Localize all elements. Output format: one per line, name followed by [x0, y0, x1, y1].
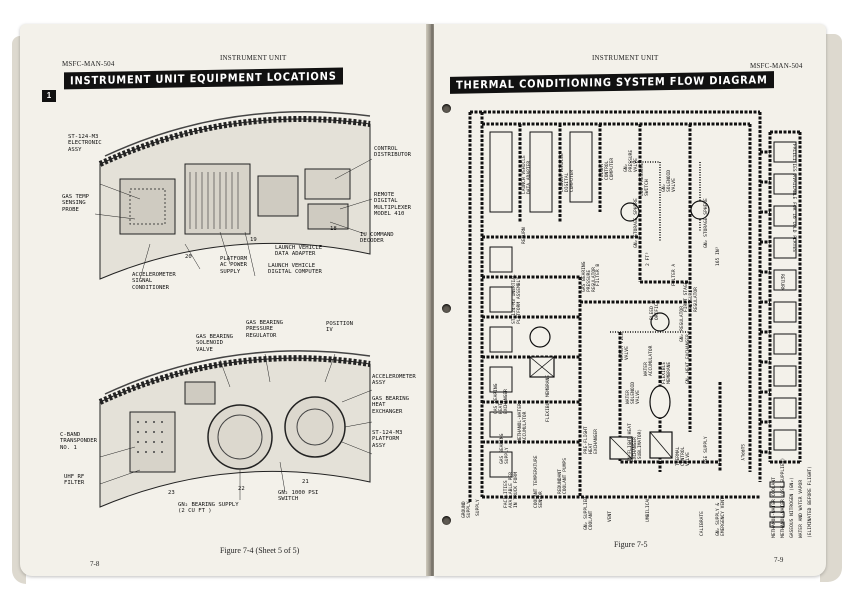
lbl-gas-bearing-supply: GAS BEARING SUPPLY	[500, 433, 511, 464]
callout-digital-computer: LAUNCH VEHICLE DIGITAL COMPUTER	[268, 263, 322, 276]
callout-psi-switch: GN₂ 1000 PSI SWITCH	[278, 490, 319, 503]
legend-methanol: METHANOL-WATER COOLANT	[772, 477, 777, 538]
lbl-filter-a: FILTER A	[672, 263, 677, 286]
open-manual: MSFC-MAN-504 INSTRUMENT UNIT INSTRUMENT …	[8, 6, 848, 594]
callout-number-19: 19	[250, 237, 257, 243]
callout-gas-temp-probe: GAS TEMP SENSING PROBE	[62, 194, 89, 213]
callout-command-decoder: IU COMMAND DECODER	[360, 232, 394, 245]
lbl-flight-control-computer: FLIGHT CONTROL COMPUTER	[600, 157, 616, 180]
callout-uhf-filter: UHF RF FILTER	[64, 474, 85, 487]
lbl-cu-ft-165: 165 IN³	[716, 246, 721, 266]
lbl-lv-digital-computer: LAUNCH VEHICLE DIGITAL COMPUTER	[560, 153, 576, 192]
lbl-preflight-heat-exchanger: PRE-FLIGHT HEAT EXCHANGER	[584, 426, 600, 454]
callout-bearing-supply: GN₂ BEARING SUPPLY (2 CU FT )	[178, 502, 239, 515]
callout-remote-multiplexer: REMOTE DIGITAL MULTIPLEXER MODEL 410	[374, 192, 412, 218]
callout-number-18: 18	[330, 226, 337, 232]
lbl-methanol-water-accumulator: METHANOL-WATER ACCUMULATOR	[518, 403, 529, 442]
upper-equipment-illustration	[94, 110, 373, 280]
right-doc-id: MSFC-MAN-504	[750, 62, 803, 70]
left-page-title: INSTRUMENT UNIT EQUIPMENT LOCATIONS	[64, 67, 343, 90]
left-running-head: INSTRUMENT UNIT	[220, 54, 287, 62]
lbl-gas-bearing-heat-exchanger: GAS BEARING HEAT EXCHANGER	[494, 383, 510, 414]
legend-gaseous-nitrogen: GASEOUS NITROGEN (GN₂)	[790, 477, 795, 538]
lbl-vent: VENT	[608, 510, 613, 522]
lbl-storage-sphere-b: GN₂ STORAGE SPHERE	[704, 198, 709, 248]
lbl-ground-supply: GROUND SUPPLY	[462, 501, 473, 518]
lbl-water-accumulator: WATER ACCUMULATOR	[644, 345, 655, 376]
lbl-lv-data-adapter: LAUNCH VEHICLE DATA ADAPTER	[522, 155, 533, 194]
left-doc-id: MSFC-MAN-504	[62, 60, 115, 68]
lbl-gn2-solenoid-valve: GN₂ SOLENOID VALVE	[662, 169, 678, 192]
lbl-supply-left: SUPPLY	[476, 499, 481, 516]
callout-number-21: 21	[302, 479, 309, 485]
callout-platform-assy: ST-124-M3 PLATFORM ASSY	[372, 430, 403, 449]
right-running-head: INSTRUMENT UNIT	[592, 54, 659, 62]
lbl-gn2-supplied: GN₂ SUPPLIED COOLANT	[584, 496, 595, 530]
lbl-temperature-sensor: COOLANT TEMPERATURE SENSOR	[534, 455, 545, 508]
lbl-bleed-orifice: BLEED & ORIFICE	[650, 300, 661, 320]
lbl-gn2-heat-exchanger: GN₂ HEAT EXCHANGER	[686, 334, 691, 384]
lower-equipment-illustration	[98, 350, 373, 508]
lbl-storage-sphere-a: GN₂ STORAGE SPHERE	[634, 198, 639, 248]
lbl-return-left: RETURN	[522, 227, 527, 244]
left-page: MSFC-MAN-504 INSTRUMENT UNIT INSTRUMENT …	[20, 24, 430, 576]
lbl-gas-bearing-pressure-regulator: GAS BEARING PRESSURE REGULATOR	[582, 261, 598, 292]
left-page-number: 7-8	[90, 560, 100, 568]
lbl-gn2-supply-emergency: GN₂ SUPPLY & EMERGENCY VENT	[716, 497, 727, 536]
lbl-calibrate: CALIBRATE	[700, 511, 705, 536]
callout-accelerometer-assy: ACCELEROMETER ASSY	[372, 374, 416, 387]
callout-number-23: 23	[168, 490, 175, 496]
callout-cband-transponder: C-BAND TRANSPONDER NO. 1	[60, 432, 98, 451]
thermal-flow-diagram	[468, 110, 802, 528]
lbl-supply-right: SUPPLY	[739, 444, 744, 461]
callout-solenoid-valve: GAS BEARING SOLENOID VALVE	[196, 334, 234, 353]
sheet-marker-icon: 1	[42, 90, 56, 102]
right-page-title: THERMAL CONDITIONING SYSTEM FLOW DIAGRAM	[450, 71, 774, 94]
binder-hole-top	[442, 104, 451, 113]
lbl-inflight-heat-exchanger: IN-FLIGHT HEAT EXCHANGER (SUBLIMATOR)	[628, 423, 644, 462]
lbl-facilities-available: FACILITIES AVAILABLE PER IN TRUCK FORM	[504, 472, 520, 508]
lbl-flexible-membrane: FLEXIBLE MEMBRANE	[662, 361, 673, 384]
lbl-water-fill-valve: WATER FILL VALVE	[620, 332, 631, 360]
lbl-return-right: RETURN	[779, 274, 784, 291]
callout-heat-exchanger: GAS BEARING HEAT EXCHANGER	[372, 396, 410, 415]
lbl-low-pressure-switch: LOW PRESSURE SWITCH	[640, 162, 651, 196]
binder-hole-middle	[442, 304, 451, 313]
lbl-redundant-pumps: REDUNDANT COOLANT PUMPS	[558, 458, 569, 494]
callout-control-distributor: CONTROL DISTRIBUTOR	[374, 146, 412, 159]
lbl-st124-inertial: ST-124-M3 INERTIAL PLATFORM ASSEMBLY	[512, 274, 523, 324]
lbl-first-stage-regulator: FIRST STAGE PRESSURE REGULATOR	[684, 281, 700, 312]
legend-eliminated: (ELIMINATED BEFORE FLIGHT)	[808, 466, 813, 538]
callout-position: POSITION IV	[326, 321, 353, 334]
callout-accelerometer-conditioner: ACCELEROMETER SIGNAL CONDITIONER	[132, 272, 176, 291]
callout-pressure-regulator: GAS BEARING PRESSURE REGULATOR	[246, 320, 284, 339]
legend-water: WATER AND WATER VAPOR	[799, 479, 804, 538]
right-page: INSTRUMENT UNIT MSFC-MAN-504 THERMAL CON…	[434, 24, 826, 576]
lbl-gse-supply: GSE SUPPLY	[704, 436, 709, 464]
legend-gse: METHANOL-WATER (GSE SUPPLIED)	[781, 457, 786, 538]
lbl-cu-ft-2: 2 FT³	[646, 252, 651, 266]
lbl-methanol-flexible-membrane: FLEXIBLE MEMBRANE	[546, 374, 551, 422]
callout-platform-power: PLATFORM AC POWER SUPPLY	[220, 256, 247, 275]
lbl-umbilical: UMBILICAL	[646, 497, 651, 522]
callout-data-adapter: LAUNCH VEHICLE DATA ADAPTER	[275, 245, 323, 258]
lbl-thermal-control-valve: THERMAL CONTROL VALVE	[676, 446, 692, 466]
left-figure-caption: Figure 7-4 (Sheet 5 of 5)	[220, 546, 300, 555]
right-figure-caption: Figure 7-5	[614, 540, 648, 549]
callout-electronic-assy: ST-124-M3 ELECTRONIC ASSY	[68, 134, 102, 153]
lbl-water-solenoid-valve: WATER SOLENOID VALVE	[626, 381, 642, 404]
lbl-gn2-pressure-valve: GN₂ PRESSURE VALVE	[624, 149, 640, 172]
lbl-cold-plates: FACILITIES AVAILABLE FOR 16 COLD PLATES	[791, 144, 796, 252]
callout-number-22: 22	[238, 486, 245, 492]
lbl-gn2-regulator: GN₂ REGULATOR	[680, 306, 685, 342]
binder-hole-bottom	[442, 516, 451, 525]
callout-number-20: 20	[185, 254, 192, 260]
right-page-number: 7-9	[774, 556, 784, 564]
